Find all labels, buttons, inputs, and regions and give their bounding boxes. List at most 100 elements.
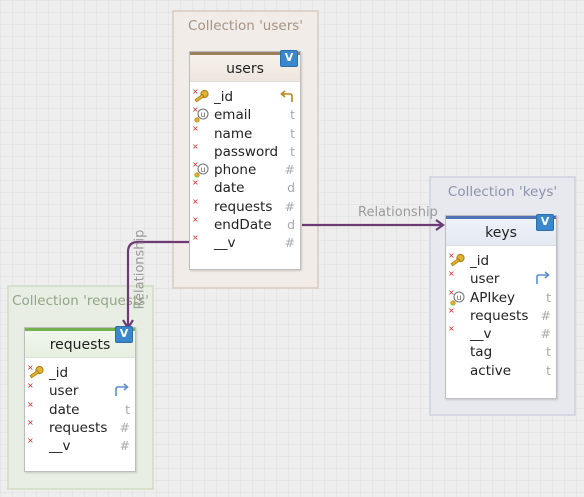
field-row-id[interactable]: × _id — [446, 252, 556, 270]
table-title: keys — [485, 225, 517, 241]
reference-arrow-icon — [114, 383, 130, 402]
field-type: # — [119, 438, 130, 454]
field-row-active[interactable]: active t — [446, 362, 556, 380]
unique-index-icon: ×u — [448, 289, 468, 307]
field-name: __v — [214, 235, 236, 252]
field-type: t — [290, 125, 295, 141]
svg-text:×: × — [192, 198, 199, 206]
no-icon — [448, 343, 468, 361]
required-mark-icon: × — [448, 270, 468, 288]
field-row-v[interactable]: × __v # — [25, 437, 135, 455]
relationship-label: Relationship — [358, 205, 438, 220]
field-row-user[interactable]: ×user — [25, 382, 135, 400]
required-mark-icon: × — [27, 401, 47, 419]
table-title: users — [226, 61, 264, 77]
validation-badge-icon[interactable]: V — [536, 214, 554, 231]
required-mark-icon: × — [192, 216, 212, 234]
field-type: # — [284, 162, 295, 178]
svg-text:×: × — [27, 364, 34, 372]
svg-text:×: × — [448, 307, 455, 315]
validation-badge-icon[interactable]: V — [280, 50, 298, 67]
field-type: # — [540, 326, 551, 342]
svg-text:×: × — [192, 106, 199, 114]
svg-text:×: × — [192, 161, 199, 169]
collection-title: Collection 'keys' — [447, 184, 558, 200]
svg-text:×: × — [192, 216, 199, 224]
table-header[interactable]: keys V — [446, 214, 556, 246]
field-row-tag[interactable]: tag t — [446, 343, 556, 361]
validation-badge-icon[interactable]: V — [115, 326, 133, 343]
svg-text:×: × — [27, 401, 34, 409]
field-name: APIkey — [470, 289, 515, 306]
field-name: _id — [470, 253, 490, 269]
required-mark-icon: × — [192, 198, 212, 216]
svg-text:×: × — [448, 270, 455, 278]
svg-text:×: × — [192, 143, 199, 151]
table-title: requests — [49, 337, 111, 353]
field-row-id[interactable]: ×_id — [190, 88, 300, 106]
required-mark-icon: × — [448, 307, 468, 325]
field-type: # — [119, 419, 130, 435]
relationship-label: Relationship — [132, 229, 148, 310]
table-header[interactable]: requests V — [25, 326, 135, 358]
primary-key-icon: × — [448, 252, 468, 270]
svg-text:×: × — [192, 125, 199, 133]
field-name: date — [214, 180, 245, 197]
table-header[interactable]: users V — [190, 50, 300, 82]
field-name: requests — [49, 419, 108, 436]
field-row-user[interactable]: × user — [446, 270, 556, 288]
relationship-line-requests-users — [126, 240, 190, 328]
svg-text:×: × — [448, 252, 455, 260]
no-icon — [448, 362, 468, 380]
field-name: __v — [49, 438, 71, 455]
field-name: date — [49, 401, 80, 418]
field-name: user — [470, 271, 500, 288]
field-name: name — [214, 125, 253, 142]
field-row-requests[interactable]: ×requests # — [25, 419, 135, 437]
collection-title: Collection 'users' — [188, 18, 303, 34]
primary-key-icon: × — [27, 364, 47, 382]
field-row-v[interactable]: ×__v # — [190, 234, 300, 252]
field-row-id[interactable]: ×_id — [25, 364, 135, 382]
field-name: password — [214, 143, 279, 160]
field-name: endDate — [214, 217, 272, 234]
field-type: t — [125, 401, 130, 417]
field-name: tag — [470, 344, 493, 361]
field-type: t — [546, 344, 551, 360]
required-mark-icon: × — [192, 125, 212, 143]
field-row-requests[interactable]: × requests # — [446, 307, 556, 325]
reference-arrow-icon — [535, 271, 551, 290]
required-mark-icon: × — [27, 419, 47, 437]
required-mark-icon: × — [192, 179, 212, 197]
field-row-date[interactable]: × date t — [25, 401, 135, 419]
field-type: t — [546, 362, 551, 378]
svg-text:u: u — [457, 293, 462, 302]
field-row-requests[interactable]: ×requests# — [190, 198, 300, 216]
field-row-name[interactable]: × name t — [190, 125, 300, 143]
field-name: requests — [470, 307, 529, 324]
field-type: t — [546, 289, 551, 305]
field-type: t — [290, 143, 295, 159]
svg-text:×: × — [27, 437, 34, 445]
field-row-v[interactable]: ×__v# — [446, 325, 556, 343]
unique-index-icon: ×u — [192, 106, 212, 124]
field-name: active — [470, 362, 512, 379]
unique-index-icon: ×u — [192, 161, 212, 179]
primary-key-icon: × — [192, 88, 212, 106]
field-type: # — [284, 235, 295, 251]
field-type: # — [540, 307, 551, 323]
required-mark-icon: × — [27, 437, 47, 455]
required-mark-icon: × — [192, 234, 212, 252]
field-name: phone — [214, 162, 257, 179]
field-row-password[interactable]: × password t — [190, 143, 300, 161]
